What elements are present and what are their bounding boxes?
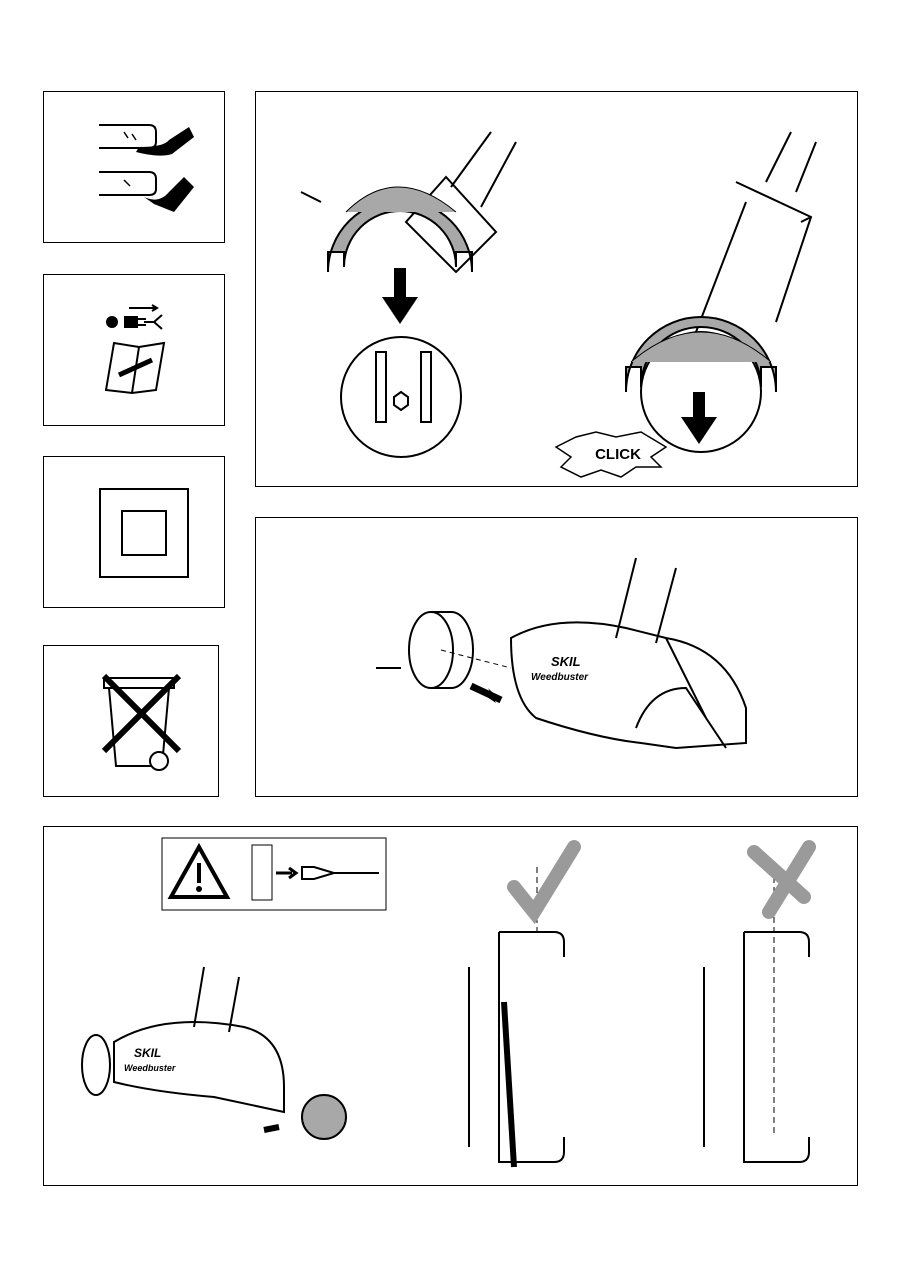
- adaptor-attach-figure: SKIL Weedbuster: [255, 517, 858, 797]
- brush-attach-figure: SKIL Weedbuster: [43, 826, 858, 1186]
- brush-illustration: SKIL Weedbuster: [81, 837, 816, 1168]
- unplug-read-manual-icon: [104, 304, 166, 395]
- skil-logo: SKIL: [134, 1046, 161, 1060]
- guard-attach-illustration: CLICK: [300, 131, 817, 478]
- gloves-icon: [99, 124, 194, 212]
- spanner-icon: [501, 1001, 517, 1168]
- down-arrow-icon: [394, 268, 406, 303]
- guard-attach-figure: CLICK: [255, 91, 858, 487]
- crossed-bin-icon: [101, 673, 182, 771]
- warning-triangle-icon: [167, 842, 231, 899]
- double-insulation-icon: [99, 488, 189, 578]
- skil-logo: SKIL: [551, 654, 581, 669]
- gloves-icon-box: [43, 91, 225, 243]
- click-burst-icon: [554, 431, 668, 478]
- click-label: CLICK: [595, 446, 641, 463]
- socket-icon: [251, 844, 273, 901]
- weedbuster-label: Weedbuster: [531, 672, 589, 683]
- cross-mark-icon: [747, 840, 816, 919]
- disposal-icon-box: [43, 645, 219, 797]
- check-mark-icon: [507, 840, 581, 925]
- weedbuster-label: Weedbuster: [124, 1063, 176, 1073]
- unplug-manual-icon-box: [43, 274, 225, 426]
- adaptor-illustration: SKIL Weedbuster: [376, 557, 747, 750]
- double-insulation-icon-box: [43, 456, 225, 608]
- plug-icon: [301, 866, 379, 880]
- wire-brush-icon: [301, 1094, 347, 1140]
